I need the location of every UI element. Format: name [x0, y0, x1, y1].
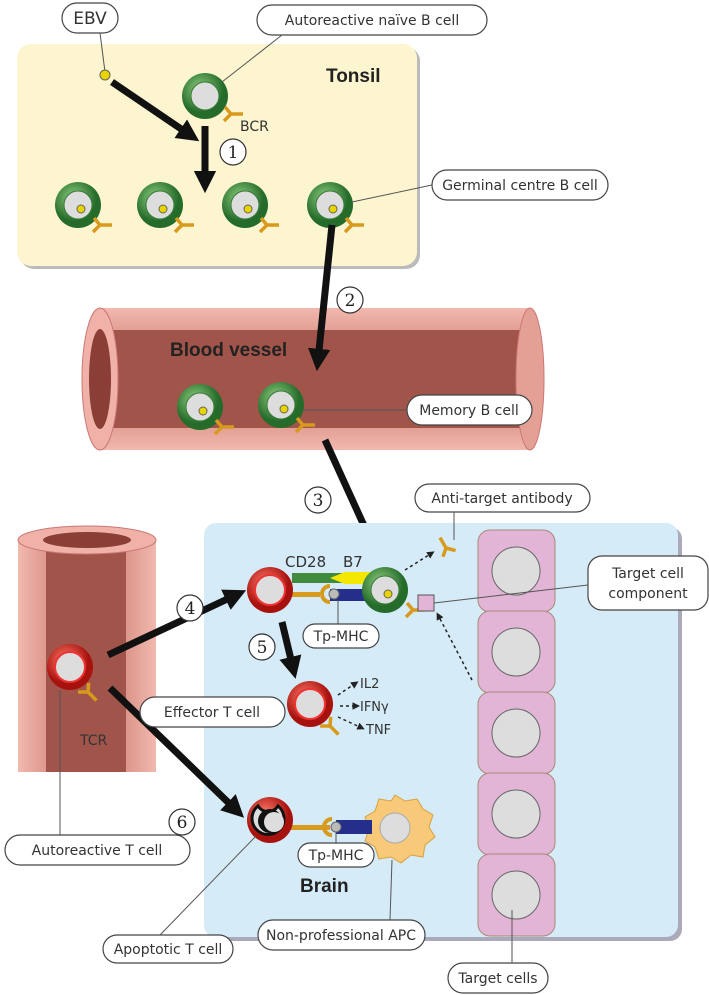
arrow-step-6 — [107, 685, 245, 818]
tonsil-label: Tonsil — [326, 66, 381, 87]
step-4-number: 4 — [185, 599, 196, 619]
autoreactive-t-cell — [46, 643, 94, 691]
blood-vessel-label: Blood vessel — [170, 340, 287, 361]
step-5-number: 5 — [257, 638, 268, 658]
mhc-molecule — [330, 589, 370, 601]
activated-t-cell — [246, 566, 294, 614]
b7-label: B7 — [343, 553, 363, 571]
anti-target-antibody-label-box — [414, 483, 591, 513]
ebv-label-box — [61, 2, 119, 34]
anti-target-antibody-label: Anti-target antibody — [431, 491, 572, 507]
naive-b-cell — [181, 72, 229, 120]
blood-vessel — [81, 307, 545, 451]
gc-b-cell-label: Germinal centre B cell — [442, 178, 598, 194]
step-2-marker — [336, 286, 364, 314]
tp-mhc-label-box-2 — [297, 842, 375, 868]
target-cells-column — [477, 529, 556, 937]
target-cell-component-label-line2: component — [608, 586, 688, 602]
antigen-presenting-b-cell — [361, 566, 409, 614]
naive-b-cell-label: Autoreactive naïve B cell — [285, 13, 459, 29]
arrow-ebv-infection — [110, 79, 200, 142]
effector-t-cell-label: Effector T cell — [164, 705, 260, 721]
step-3-marker — [304, 486, 332, 514]
cd28-label: CD28 — [285, 553, 326, 571]
arrow-step-5 — [278, 621, 302, 679]
gc-b-cell — [54, 181, 102, 229]
non-professional-apc-label: Non-professional APC — [266, 928, 416, 944]
arrow-step-4 — [106, 589, 247, 659]
tcr-label: TCR — [79, 733, 108, 749]
ifng-label: IFNγ — [360, 700, 389, 715]
step-4-marker — [176, 594, 204, 622]
component-release-arrow — [436, 612, 473, 681]
step-2-number: 2 — [345, 291, 356, 311]
naive-b-cell-label-box — [256, 4, 488, 36]
effector-t-cell — [286, 680, 334, 728]
step-3-number: 3 — [313, 491, 324, 511]
gc-b-cell — [306, 181, 354, 229]
autoreactive-t-cell-label: Autoreactive T cell — [32, 843, 163, 859]
apoptotic-t-cell-label-box — [102, 934, 234, 964]
tp-mhc-label-box — [302, 623, 380, 649]
ebv-virus — [99, 69, 111, 81]
bcr-label: BCR — [240, 119, 269, 135]
autoreactive-t-cell-label-box — [4, 834, 191, 866]
gc-b-cell — [221, 181, 269, 229]
target-cell-component-label-line1: Target cell — [611, 566, 684, 582]
step-5-marker — [248, 633, 276, 661]
tcr-receptor — [320, 584, 331, 604]
step-6-marker — [168, 808, 196, 836]
step-1-number: 1 — [228, 143, 239, 163]
target-cell-component-label-box — [587, 555, 709, 611]
step-1-marker — [219, 138, 247, 166]
step-6-number: 6 — [177, 813, 188, 833]
target-cell-component — [417, 594, 435, 612]
target-cells-label-box — [447, 962, 549, 994]
tnf-label: TNF — [365, 723, 391, 738]
antibody-secretion-arrow — [404, 551, 435, 571]
tp-mhc-label: Tp-MHC — [313, 629, 369, 645]
il2-label: IL2 — [360, 677, 379, 692]
memory-b-cell — [176, 383, 224, 431]
apoptotic-t-cell-label: Apoptotic T cell — [114, 942, 223, 958]
memory-b-cell — [257, 381, 305, 429]
brain-label: Brain — [300, 876, 349, 897]
effector-t-cell-label-box — [139, 696, 286, 728]
gc-b-cell — [136, 181, 184, 229]
tp-mhc-label-2: Tp-MHC — [308, 848, 364, 864]
ebv-label: EBV — [73, 9, 107, 29]
memory-b-cell-label: Memory B cell — [419, 403, 519, 419]
target-cells-label: Target cells — [457, 971, 537, 987]
arrow-step-2 — [308, 224, 336, 372]
non-professional-apc-label-box — [257, 919, 426, 951]
